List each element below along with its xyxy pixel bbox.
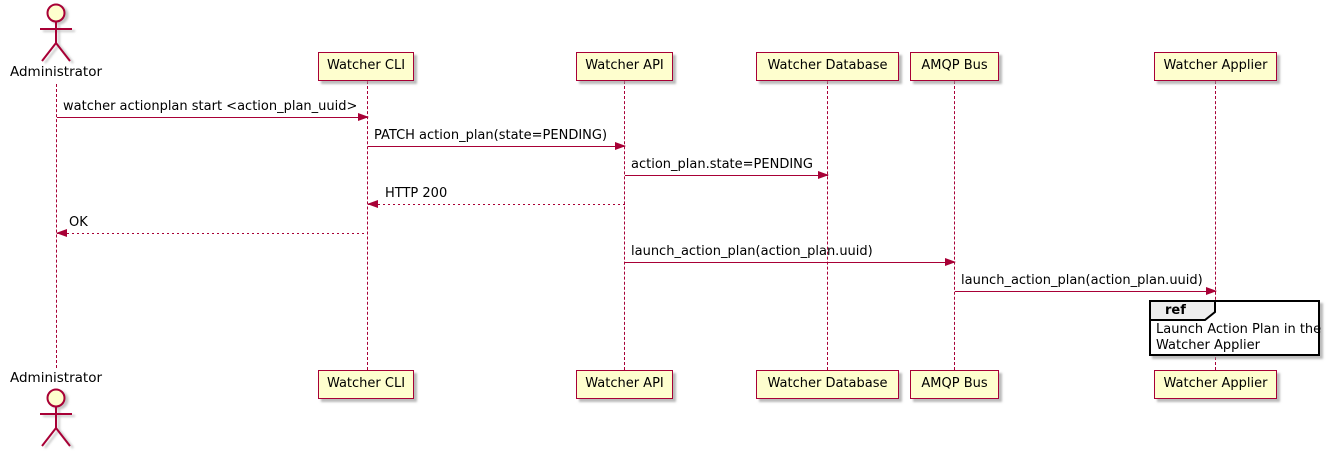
actor-label-bottom: Administrator xyxy=(9,370,103,386)
ref-tab-icon xyxy=(1149,300,1216,321)
message-4-label: HTTP 200 xyxy=(385,186,448,201)
arrowhead-icon xyxy=(945,258,956,266)
arrowhead-icon xyxy=(818,171,829,179)
participant-watcher-cli-bottom: Watcher CLI xyxy=(318,370,414,399)
lifeline-watcher-cli xyxy=(367,81,368,370)
message-1-arrow xyxy=(57,113,369,121)
participant-amqp-bus-top: AMQP Bus xyxy=(910,52,999,81)
actor-icon xyxy=(40,388,72,447)
message-2-arrow xyxy=(368,142,626,150)
lifeline-amqp-bus xyxy=(954,81,955,370)
ref-text-line2: Watcher Applier xyxy=(1156,338,1260,353)
message-4-arrow xyxy=(367,200,625,208)
participant-watcher-applier-bottom: Watcher Applier xyxy=(1154,370,1277,399)
ref-text-line1: Launch Action Plan in the xyxy=(1156,322,1322,337)
participant-watcher-cli-top: Watcher CLI xyxy=(318,52,414,81)
participant-amqp-bus-bottom: AMQP Bus xyxy=(910,370,999,399)
message-6-label: launch_action_plan(action_plan.uuid) xyxy=(631,244,873,259)
arrowhead-icon xyxy=(56,229,67,237)
message-7-arrow xyxy=(955,287,1217,295)
lifeline-administrator xyxy=(56,84,57,368)
arrowhead-icon xyxy=(367,200,378,208)
message-5-arrow xyxy=(56,229,368,237)
lifeline-watcher-applier xyxy=(1215,81,1216,370)
ref-fragment: ref Launch Action Plan in the Watcher Ap… xyxy=(1149,300,1321,356)
participant-watcher-api-top: Watcher API xyxy=(576,52,673,81)
actor-label-top: Administrator xyxy=(9,64,103,80)
message-6-arrow xyxy=(625,258,956,266)
message-3-arrow xyxy=(625,171,829,179)
participant-watcher-database-bottom: Watcher Database xyxy=(756,370,899,399)
arrowhead-icon xyxy=(615,142,626,150)
lifeline-watcher-api xyxy=(624,81,625,370)
message-5-label: OK xyxy=(69,215,88,230)
arrowhead-icon xyxy=(1206,287,1217,295)
message-7-label: launch_action_plan(action_plan.uuid) xyxy=(961,273,1203,288)
actor-icon xyxy=(40,3,72,62)
lifeline-watcher-database xyxy=(827,81,828,370)
participant-watcher-applier-top: Watcher Applier xyxy=(1154,52,1277,81)
message-3-label: action_plan.state=PENDING xyxy=(631,157,813,172)
ref-text: Launch Action Plan in the Watcher Applie… xyxy=(1156,322,1321,354)
participant-watcher-database-top: Watcher Database xyxy=(756,52,899,81)
message-1-label: watcher actionplan start <action_plan_uu… xyxy=(63,99,358,114)
arrowhead-icon xyxy=(358,113,369,121)
ref-keyword: ref xyxy=(1165,303,1186,318)
message-2-label: PATCH action_plan(state=PENDING) xyxy=(374,128,608,143)
participant-watcher-api-bottom: Watcher API xyxy=(576,370,673,399)
